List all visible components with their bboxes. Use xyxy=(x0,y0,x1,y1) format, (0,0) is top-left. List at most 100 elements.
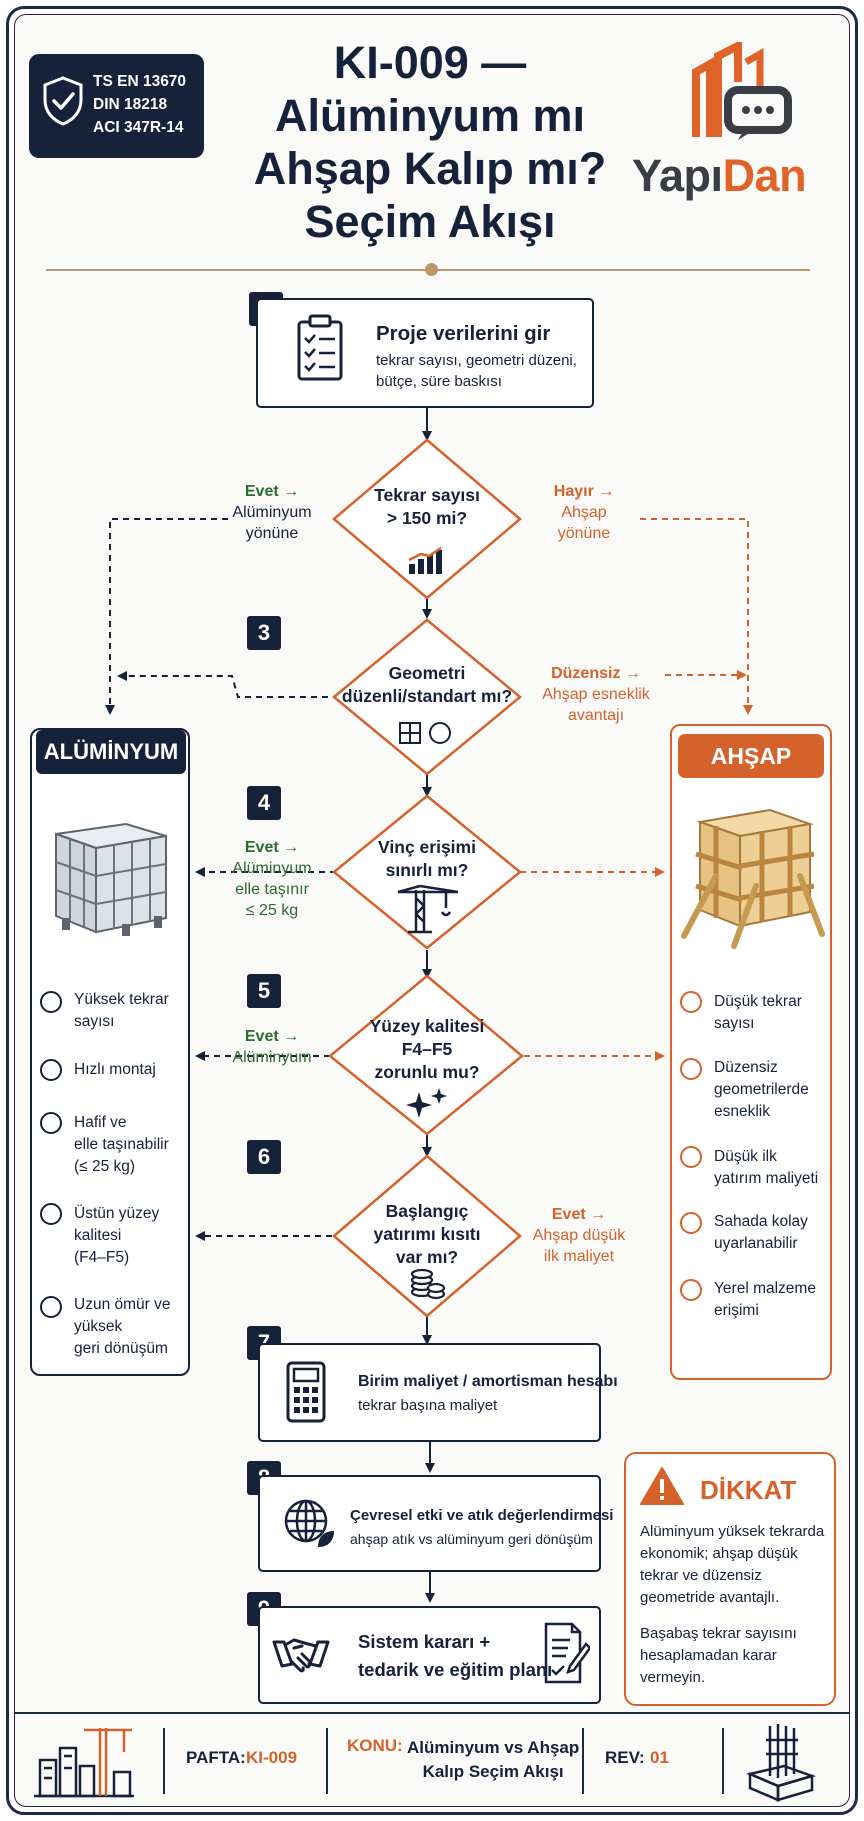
warning-text-2-line-2: hesaplamadan karar xyxy=(640,1647,777,1664)
wood-item-3-line-2: yatırım maliyeti xyxy=(714,1170,819,1187)
aluminum-item-3-line-3: (≤ 25 kg) xyxy=(74,1158,136,1175)
sparkle-icon xyxy=(406,1088,447,1118)
logo-text-part2: Dan xyxy=(722,150,807,201)
decision-5-line-2: F4–F5 xyxy=(401,1039,453,1059)
decision-4-text: Vinç erişimi sınırlı mı? xyxy=(357,836,497,882)
aluminum-item-4: Üstün yüzey kalitesi (F4–F5) xyxy=(74,1203,159,1269)
warning-text-1-line-3: tekrar ve düzensiz xyxy=(640,1567,762,1584)
standard-2: DIN 18218 xyxy=(93,96,168,113)
wood-item-3: Düşük ilk yatırım maliyeti xyxy=(714,1146,818,1190)
wood-item-2-line-3: esneklik xyxy=(714,1103,770,1120)
wood-check-icon-5 xyxy=(680,1279,702,1301)
label-5-left-key: Evet → xyxy=(244,1028,300,1045)
decision-2-line-1: Tekrar sayısı xyxy=(374,485,480,505)
standard-1: TS EN 13670 xyxy=(93,73,187,90)
aluminum-item-1: Yüksek tekrar sayısı xyxy=(74,989,169,1033)
title-line-2: Alüminyum mı xyxy=(274,90,586,141)
decision-4-line-2: sınırlı mı? xyxy=(385,860,469,880)
label-2-left: Evet → Alüminyum yönüne xyxy=(222,481,322,544)
clipboard-icon xyxy=(297,314,343,381)
step-number-3: 3 xyxy=(247,616,281,650)
aluminum-item-5-line-3: geri dönüşüm xyxy=(74,1340,168,1357)
standard-3: ACI 347R-14 xyxy=(93,119,184,136)
aluminum-check-icon-1 xyxy=(40,991,62,1013)
warning-text-1-line-2: ekonomik; ahşap düşük xyxy=(640,1545,798,1562)
wood-item-1-line-1: Düşük tekrar xyxy=(714,993,802,1010)
decision-6-line-1: Başlangıç xyxy=(385,1201,469,1221)
footer-konu-value-line-2: Kalıp Seçim Akışı xyxy=(422,1762,564,1781)
label-4-left-line-1: Alüminyum xyxy=(232,860,312,877)
aluminum-item-3: Hafif ve elle taşınabilir (≤ 25 kg) xyxy=(74,1112,169,1178)
aluminum-item-2-line-1: Hızlı montaj xyxy=(74,1061,156,1078)
step-9-title: Sistem kararı + tedarik ve eğitim planı xyxy=(358,1628,552,1684)
wood-item-3-line-1: Düşük ilk xyxy=(714,1148,777,1165)
decision-diamond-3 xyxy=(332,618,522,776)
globe-leaf-icon xyxy=(284,1499,334,1547)
step-number-6: 6 xyxy=(247,1140,281,1174)
aluminum-item-5-line-1: Uzun ömür ve xyxy=(74,1296,171,1313)
wood-check-icon-4 xyxy=(680,1212,702,1234)
decision-diamond-2 xyxy=(332,438,522,600)
decision-diamond-5 xyxy=(328,974,524,1136)
aluminum-item-3-line-1: Hafif ve xyxy=(74,1114,127,1131)
label-4-left-line-3: ≤ 25 kg xyxy=(245,902,299,919)
label-3-right-line-1: Ahşap esneklik xyxy=(542,686,650,703)
shield-check-icon xyxy=(43,76,83,126)
wood-formwork-image xyxy=(681,808,825,949)
footer-pafta-label: PAFTA: xyxy=(186,1748,246,1767)
wood-header: AHŞAP xyxy=(678,734,824,778)
label-6-right-line-1: Ahşap düşük xyxy=(532,1227,626,1244)
wood-item-5-line-2: erişimi xyxy=(714,1302,759,1319)
label-2-left-line-2: yönüne xyxy=(245,525,299,542)
label-2-right: Hayır → Ahşap yönüne xyxy=(534,481,634,544)
label-6-right: Evet → Ahşap düşük ilk maliyet xyxy=(524,1204,634,1267)
footer-separator-1 xyxy=(163,1728,165,1794)
calculator-icon xyxy=(286,1361,326,1423)
label-3-right-key: Düzensiz → xyxy=(551,665,641,682)
wood-item-2-line-2: geometrilerde xyxy=(714,1081,809,1098)
aluminum-item-4-line-1: Üstün yüzey xyxy=(74,1205,160,1222)
wood-check-icon-2 xyxy=(680,1058,702,1080)
warning-title: DİKKAT xyxy=(700,1475,797,1505)
coins-icon xyxy=(410,1268,446,1300)
decision-3-line-2: düzenli/standart mı? xyxy=(341,686,513,706)
handshake-icon xyxy=(272,1638,330,1673)
logo-text: YapıDan xyxy=(632,150,807,202)
decision-6-line-2: yatırımı kısıtı xyxy=(373,1224,481,1244)
grid-circle-icon xyxy=(399,722,451,744)
footer-separator-4 xyxy=(722,1728,724,1794)
aluminum-check-icon-4 xyxy=(40,1203,62,1225)
aluminum-check-icon-5 xyxy=(40,1296,62,1318)
decision-5-text: Yüzey kalitesi F4–F5 zorunlu mu? xyxy=(357,1015,497,1084)
label-6-right-key: Evet → xyxy=(551,1206,607,1223)
page-title: KI-009 — Alüminyum mı Ahşap Kalıp mı? Se… xyxy=(200,36,660,248)
title-line-1: KI-009 — xyxy=(333,37,527,88)
label-4-left-key: Evet → xyxy=(244,839,300,856)
warning-text-2: Başabaş tekrar sayısını hesaplamadan kar… xyxy=(640,1623,797,1689)
step-number-5: 5 xyxy=(247,974,281,1008)
footer-separator-3 xyxy=(582,1728,584,1794)
wood-item-1: Düşük tekrar sayısı xyxy=(714,991,802,1035)
step-9-box: Sistem kararı + tedarik ve eğitim planı xyxy=(258,1606,601,1704)
decision-6-text: Başlangıç yatırımı kısıtı var mı? xyxy=(357,1200,497,1269)
wood-check-icon-3 xyxy=(680,1146,702,1168)
wood-item-4-line-2: uyarlanabilir xyxy=(714,1235,798,1252)
footer-pafta-value: KI-009 xyxy=(246,1748,298,1767)
aluminum-item-1-line-2: sayısı xyxy=(74,1013,115,1030)
wood-item-5-line-1: Yerel malzeme xyxy=(714,1280,816,1297)
footer-divider xyxy=(14,1712,850,1714)
logo-text-part1: Yapı xyxy=(632,150,723,201)
step-number-4: 4 xyxy=(247,786,281,820)
chart-up-icon xyxy=(408,546,442,574)
footer-rev-value: 01 xyxy=(650,1748,669,1767)
city-crane-icon xyxy=(34,1728,134,1798)
aluminum-check-icon-3 xyxy=(40,1112,62,1134)
decision-3-text: Geometri düzenli/standart mı? xyxy=(337,662,517,708)
wood-check-icon-1 xyxy=(680,991,702,1013)
wood-item-2: Düzensiz geometrilerde esneklik xyxy=(714,1057,809,1123)
warning-text-2-line-3: vermeyin. xyxy=(640,1669,706,1686)
wood-item-4-line-1: Sahada kolay xyxy=(714,1213,808,1230)
step-1-sub-1: tekrar sayısı, geometri düzeni, xyxy=(376,352,577,369)
label-2-right-line-2: yönüne xyxy=(557,525,611,542)
